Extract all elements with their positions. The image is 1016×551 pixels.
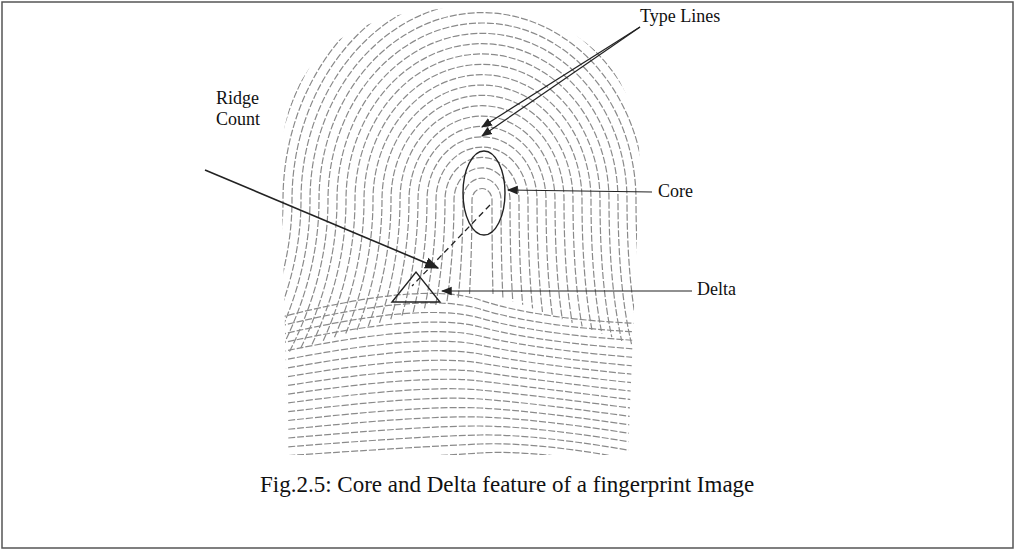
leader-line — [482, 27, 640, 127]
delta-triangle — [392, 272, 440, 302]
callout-label: Type Lines — [640, 6, 720, 27]
core-ellipse — [463, 151, 505, 235]
callout-label: Ridge Count — [216, 88, 278, 129]
callout-label: Delta — [697, 279, 736, 300]
leader-line — [508, 190, 652, 192]
leader-line — [442, 290, 692, 291]
ridge-lines — [166, 0, 761, 471]
leader-line — [482, 27, 640, 136]
callout-label: Core — [658, 181, 693, 202]
core-delta-line — [412, 205, 490, 286]
leader-line — [205, 170, 438, 268]
figure-caption: Fig.2.5: Core and Delta feature of a fin… — [260, 472, 754, 498]
